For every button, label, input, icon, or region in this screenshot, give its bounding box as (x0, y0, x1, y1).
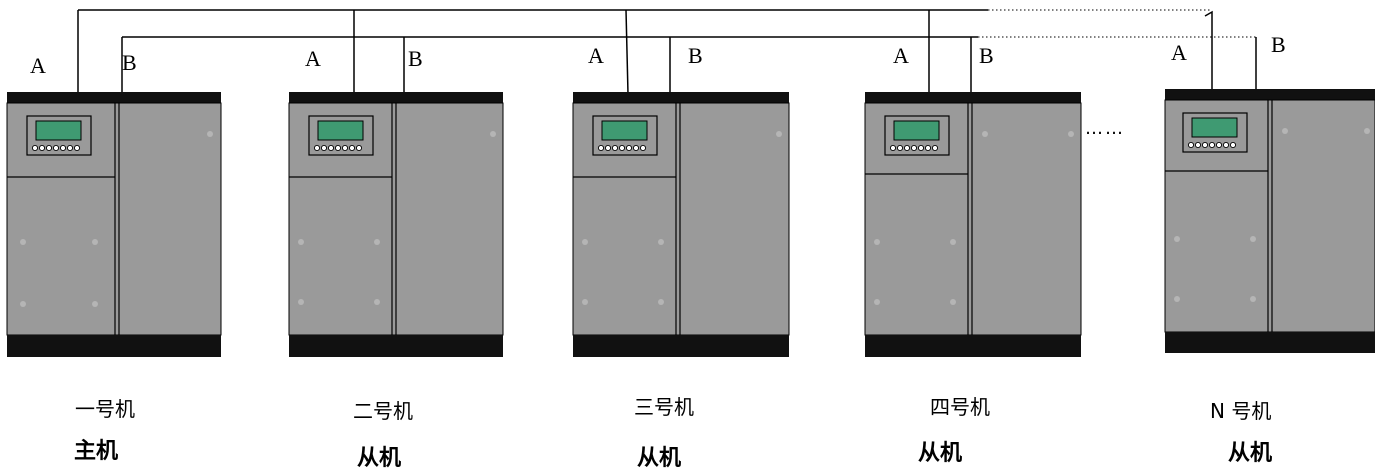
controller-buttons (889, 144, 939, 152)
drop-a-3 (625, 9, 629, 95)
cabinet-bottom-band (573, 335, 789, 357)
cabinet-top-band (289, 92, 503, 103)
compressor-unit-4 (864, 92, 1082, 357)
cabinet-top-band (865, 92, 1081, 103)
bus-label-b-2: B (408, 46, 423, 71)
cabinet-top-band (1165, 89, 1375, 100)
controller-buttons (313, 144, 363, 152)
machine-name-2: 二号机 (353, 399, 413, 423)
controller-screen (893, 120, 940, 141)
bus-label-b-4: B (979, 43, 994, 68)
cabinet-top-band (7, 92, 221, 103)
cabinet-bottom-band (865, 335, 1081, 357)
compressor-unit-1 (6, 92, 222, 357)
controller-buttons (1187, 141, 1237, 149)
bus-label-a-4: A (893, 43, 909, 68)
machine-role-2: 从机 (357, 446, 401, 471)
bus-label-a-2: A (305, 46, 321, 71)
controller-screen (601, 120, 648, 141)
controller-buttons (597, 144, 647, 152)
compressor-unit-3 (572, 92, 790, 357)
cabinet-bottom-band (289, 335, 503, 357)
panel-bolts (20, 131, 213, 307)
cabinet-bottom-band (1165, 332, 1375, 353)
machine-name-1: 一号机 (75, 397, 135, 421)
machine-role-n: 从机 (1228, 441, 1272, 466)
bus-label-a-3: A (588, 43, 604, 68)
machine-role-4: 从机 (918, 441, 962, 466)
continuation-dots: …… (1085, 118, 1125, 139)
panel-bolts (298, 131, 496, 305)
bus-lines (77, 9, 1257, 258)
drop-a-n (1204, 10, 1213, 92)
bus-label-a-1: A (30, 53, 46, 78)
controller-screen (317, 120, 364, 141)
bus-label-b-n: B (1271, 32, 1286, 57)
bus-label-a-n: A (1171, 40, 1187, 65)
panel-bolts (874, 131, 1074, 305)
panel-bolts (582, 131, 782, 305)
controller-buttons (31, 144, 81, 152)
machine-name-3: 三号机 (634, 395, 694, 419)
controller-screen (1191, 117, 1238, 138)
bus-label-b-3: B (688, 43, 703, 68)
panel-bolts (1174, 128, 1370, 302)
bus-labels: A B A B A B A B A B (30, 32, 1286, 78)
machine-name-n: N 号机 (1210, 399, 1271, 423)
cabinet-top-band (573, 92, 789, 103)
bus-label-b-1: B (122, 50, 137, 75)
machine-role-3: 从机 (637, 446, 681, 471)
machine-names: 一号机 二号机 三号机 四号机 N 号机 (75, 395, 1271, 423)
cabinet-bottom-band (7, 335, 221, 357)
machine-role-1: 主机 (74, 439, 118, 464)
machine-name-4: 四号机 (930, 395, 990, 419)
controller-screen (35, 120, 82, 141)
compressor-unit-n (1164, 89, 1375, 353)
compressor-unit-2 (288, 92, 504, 357)
machine-roles: 主机 从机 从机 从机 从机 (74, 439, 1272, 471)
